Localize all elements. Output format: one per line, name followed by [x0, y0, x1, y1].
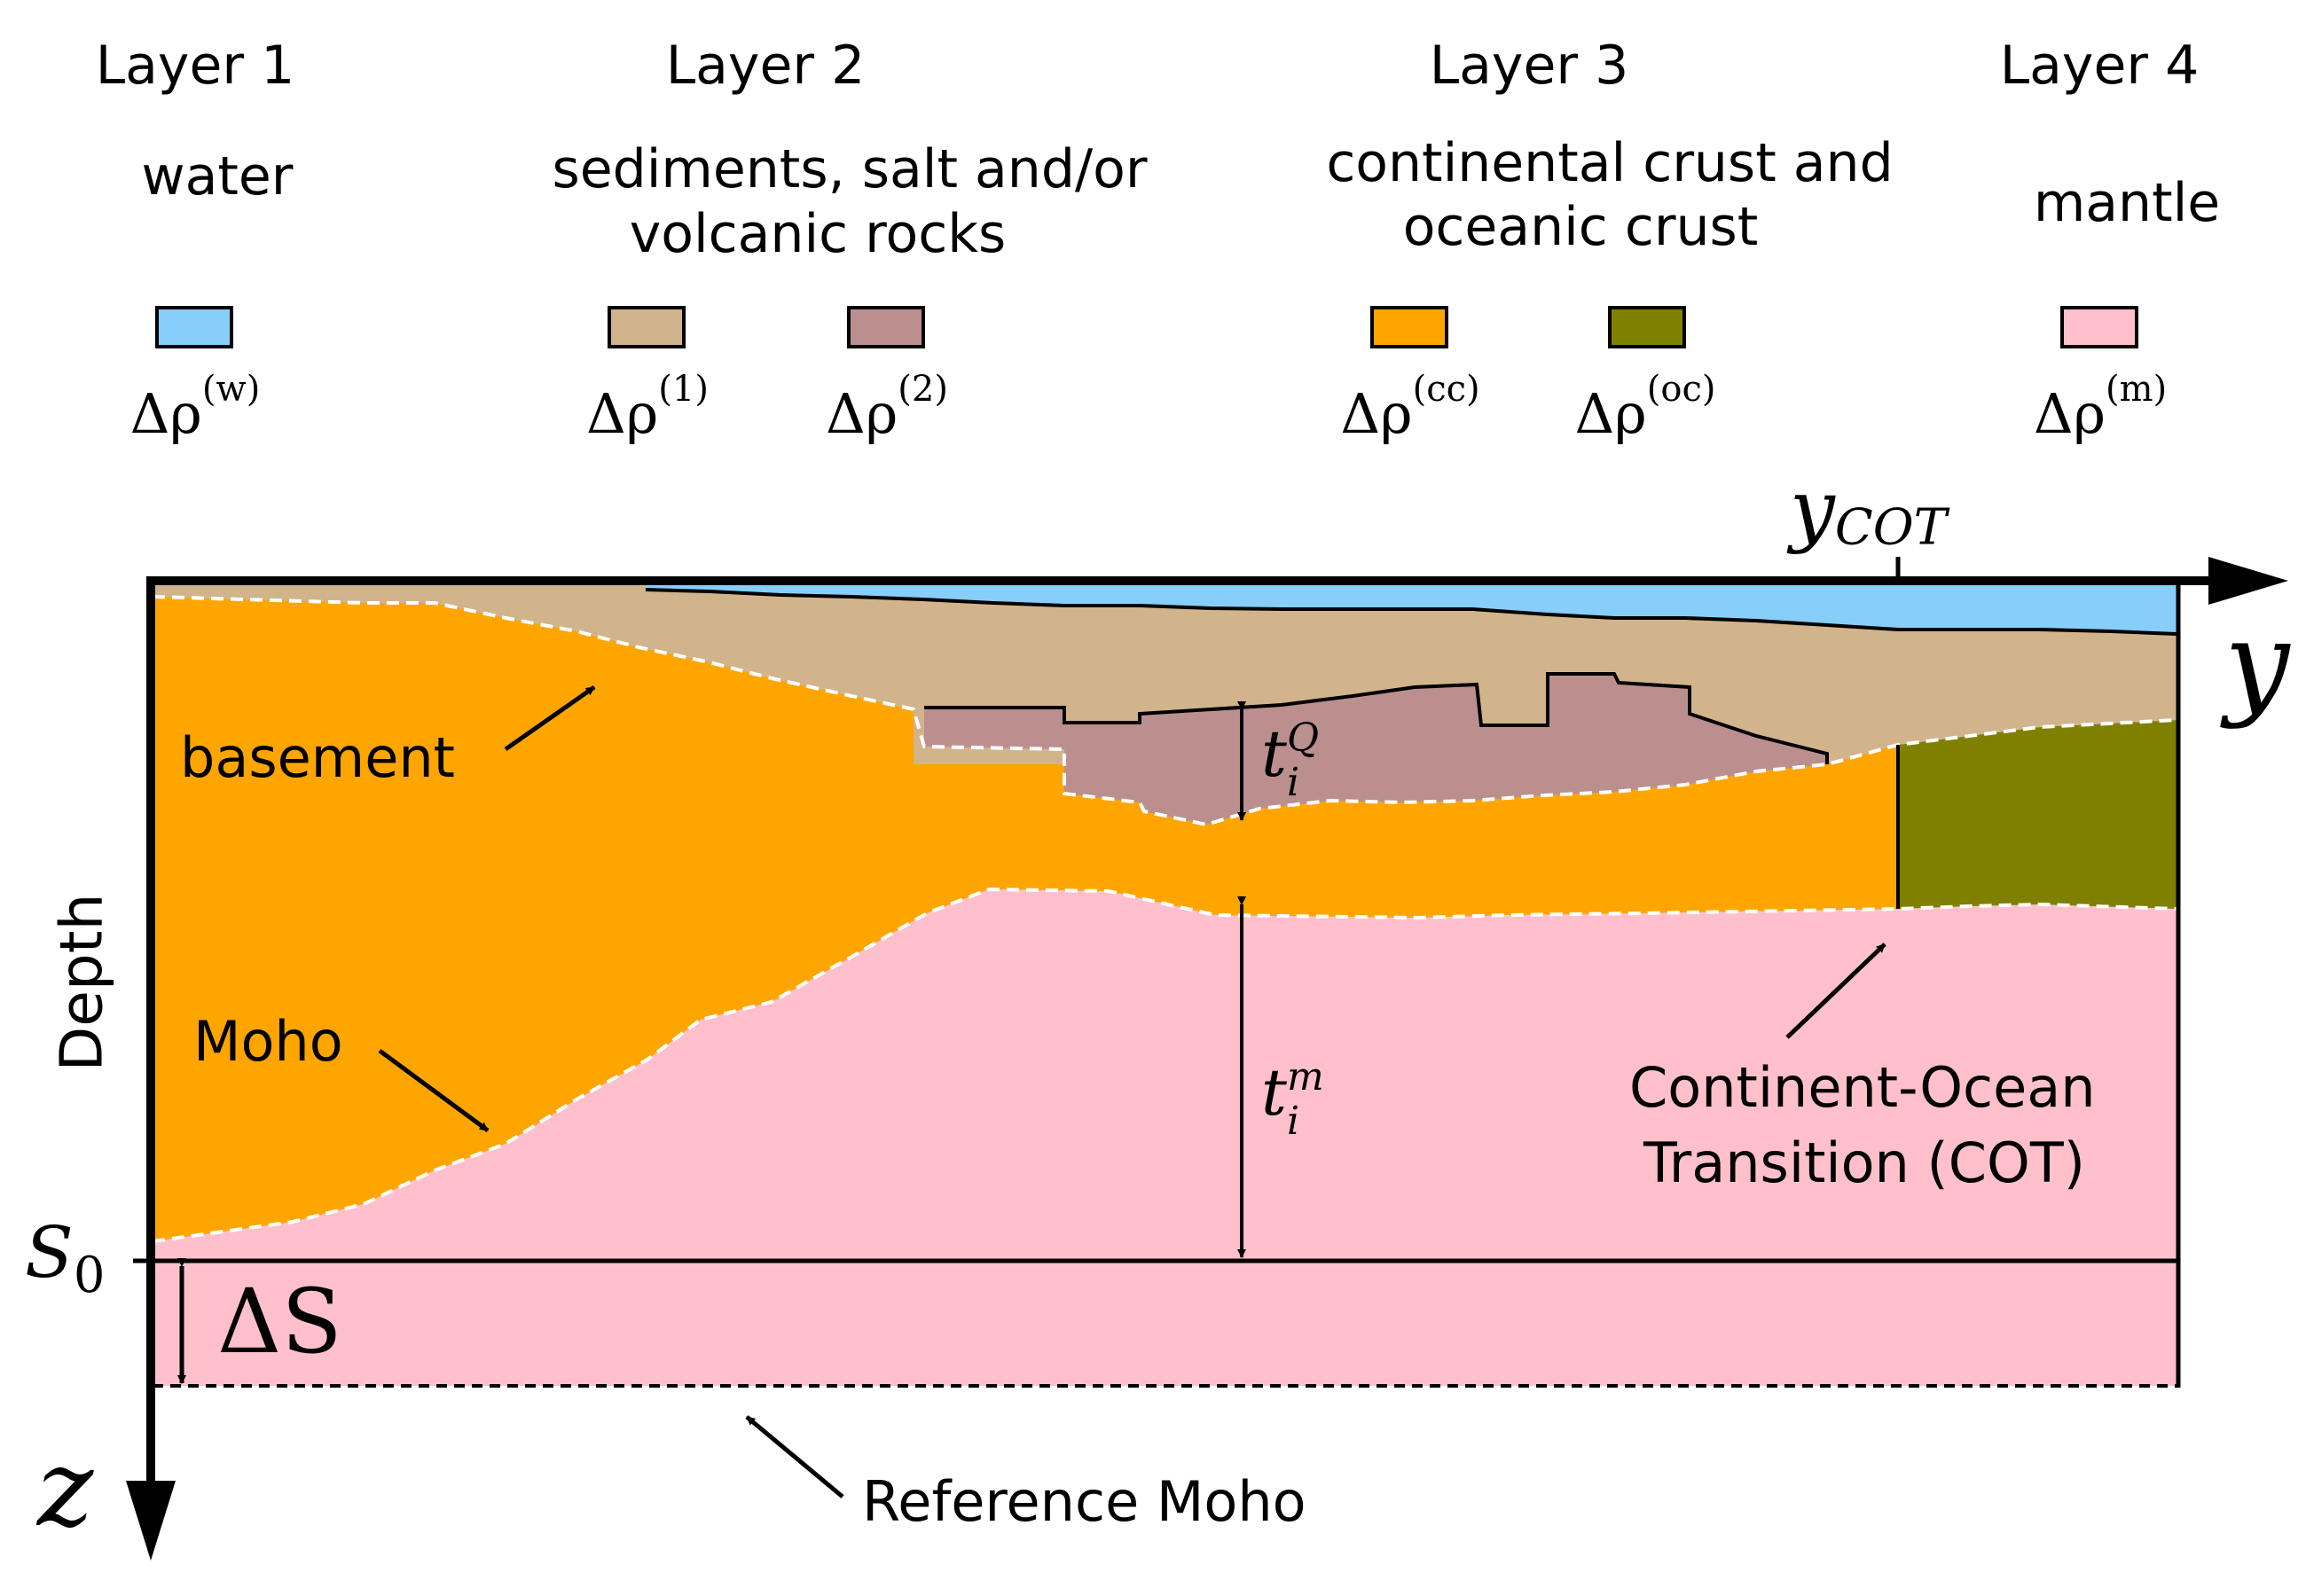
swatch-sediment-1	[608, 306, 686, 348]
swatch-water	[155, 306, 233, 348]
symbol-drho-m: Δρ(m)	[2033, 369, 2168, 446]
legend-layer1-title: Layer 1	[95, 35, 295, 97]
legend-layer2-desc-line2: volcanic rocks	[629, 203, 1007, 265]
swatch-continental-crust	[1370, 306, 1448, 348]
legend-layer4-desc: mantle	[2033, 172, 2221, 234]
swatch-sediment-2	[847, 306, 925, 348]
reference-moho-label: Reference Moho	[862, 1469, 1306, 1534]
legend-layer3-title: Layer 3	[1429, 35, 1629, 97]
symbol-drho-cc: Δρ(cc)	[1340, 369, 1480, 446]
symbol-drho-1: Δρ(1)	[586, 369, 709, 446]
oceanic-crust-region	[1898, 720, 2177, 909]
legend-layer2-desc-line1: sediments, salt and/or	[552, 138, 1148, 200]
legend-layer1-desc: water	[141, 145, 294, 207]
swatch-mantle	[2060, 306, 2138, 348]
basement-line	[152, 595, 2177, 827]
symbol-drho-2: Δρ(2)	[826, 369, 948, 446]
legend-layer3-desc-line2: oceanic crust	[1402, 196, 1759, 258]
legend-layer3-desc-line1: continental crust and	[1326, 132, 1894, 194]
legend-layer2-title: Layer 2	[665, 35, 866, 97]
z-axis-label: z	[37, 1428, 94, 1551]
salt-top-line	[924, 672, 1829, 764]
reference-moho-pointer-arrow	[745, 1415, 844, 1498]
cot-pointer-arrow	[1785, 943, 1886, 1039]
y-cot-label: yCOT	[1790, 463, 1947, 557]
sediment-layer-2	[924, 674, 1827, 825]
legend-layer4-title: Layer 4	[1999, 35, 2200, 97]
moho-label: Moho	[193, 1009, 343, 1074]
y-axis-arrowhead	[2208, 557, 2288, 605]
z-axis-arrowhead	[126, 1481, 176, 1561]
basement-label: basement	[180, 725, 455, 790]
y-axis-label: y	[2224, 596, 2290, 731]
delta-s-label: ΔS	[217, 1270, 342, 1373]
swatch-oceanic-crust	[1608, 306, 1686, 348]
cot-label-line1: Continent-Ocean	[1629, 1055, 2096, 1120]
cot-label-line2: Transition (COT)	[1643, 1130, 2085, 1195]
symbol-drho-w: Δρ(w)	[129, 369, 261, 446]
basement-pointer-arrow	[504, 685, 596, 752]
moho-line	[152, 887, 2177, 1243]
symbol-drho-oc: Δρ(oc)	[1574, 369, 1716, 446]
depth-axis-label: Depth	[47, 893, 116, 1072]
seafloor-line	[645, 588, 2177, 636]
s0-label: S0	[25, 1211, 106, 1304]
moho-pointer-arrow	[378, 1048, 490, 1133]
